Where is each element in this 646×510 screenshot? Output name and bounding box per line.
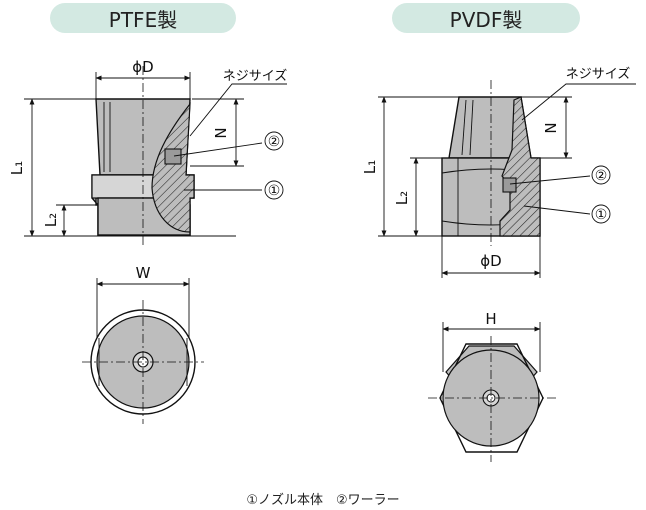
pvdf-section-hatch <box>499 96 541 237</box>
pvdf-title-pill: PVDF製 <box>392 3 580 33</box>
pvdf-h-label: H <box>485 310 496 328</box>
pvdf-n-label: N <box>542 122 560 133</box>
pvdf-callout-2: ② <box>595 168 608 184</box>
pvdf-whirler <box>502 177 517 193</box>
ptfe-thread-label: ネジサイズ <box>223 68 288 84</box>
ptfe-title-pill: PTFE製 <box>50 3 236 33</box>
ptfe-whirler <box>164 148 182 165</box>
ptfe-callout-1: ① <box>268 183 281 199</box>
ptfe-n-label: N <box>212 127 230 138</box>
ptfe-l2-label: L₂ <box>42 213 60 227</box>
pvdf-side-view <box>378 80 636 278</box>
ptfe-top-view <box>82 278 204 424</box>
pvdf-callout-1: ① <box>595 207 608 223</box>
pvdf-l2-label: L₂ <box>393 191 411 205</box>
pvdf-thread-label: ネジサイズ <box>566 66 631 82</box>
ptfe-side-view <box>24 66 287 248</box>
ptfe-w-label: W <box>136 264 151 282</box>
ptfe-phi-d-label: ϕD <box>132 58 153 76</box>
pvdf-top-view <box>428 322 556 462</box>
ptfe-title: PTFE製 <box>108 7 178 32</box>
ptfe-section-hatch <box>151 102 195 233</box>
ptfe-l1-label: L₁ <box>8 161 26 175</box>
pvdf-l1-label: L₁ <box>361 160 379 174</box>
pvdf-title: PVDF製 <box>449 7 523 32</box>
pvdf-phi-d-label: ϕD <box>480 252 501 270</box>
ptfe-callout-2: ② <box>268 134 281 150</box>
caption: ①ノズル本体 ②ワーラー <box>246 493 400 508</box>
